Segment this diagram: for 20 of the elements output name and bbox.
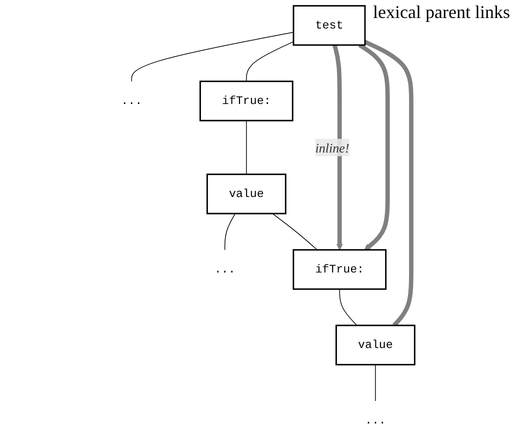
connector <box>224 213 236 250</box>
connector <box>246 120 247 175</box>
arrow <box>332 44 343 250</box>
edge-label: inline! <box>315 140 350 156</box>
node-box: ifTrue: <box>199 80 294 122</box>
annotation-text: lexical parent links <box>373 2 510 23</box>
connector <box>246 41 294 82</box>
node-box: test <box>292 5 366 46</box>
node-text: ... <box>214 262 236 276</box>
connector <box>131 32 294 82</box>
connector <box>364 40 414 327</box>
node-box: ifTrue: <box>292 249 387 290</box>
connector <box>272 213 318 250</box>
node-box: value <box>335 324 416 366</box>
node-text: ... <box>364 414 386 428</box>
node-box: value <box>206 174 286 214</box>
connector <box>375 364 376 402</box>
node-text: ... <box>121 94 142 108</box>
arrow <box>358 43 390 250</box>
connector <box>339 288 358 326</box>
